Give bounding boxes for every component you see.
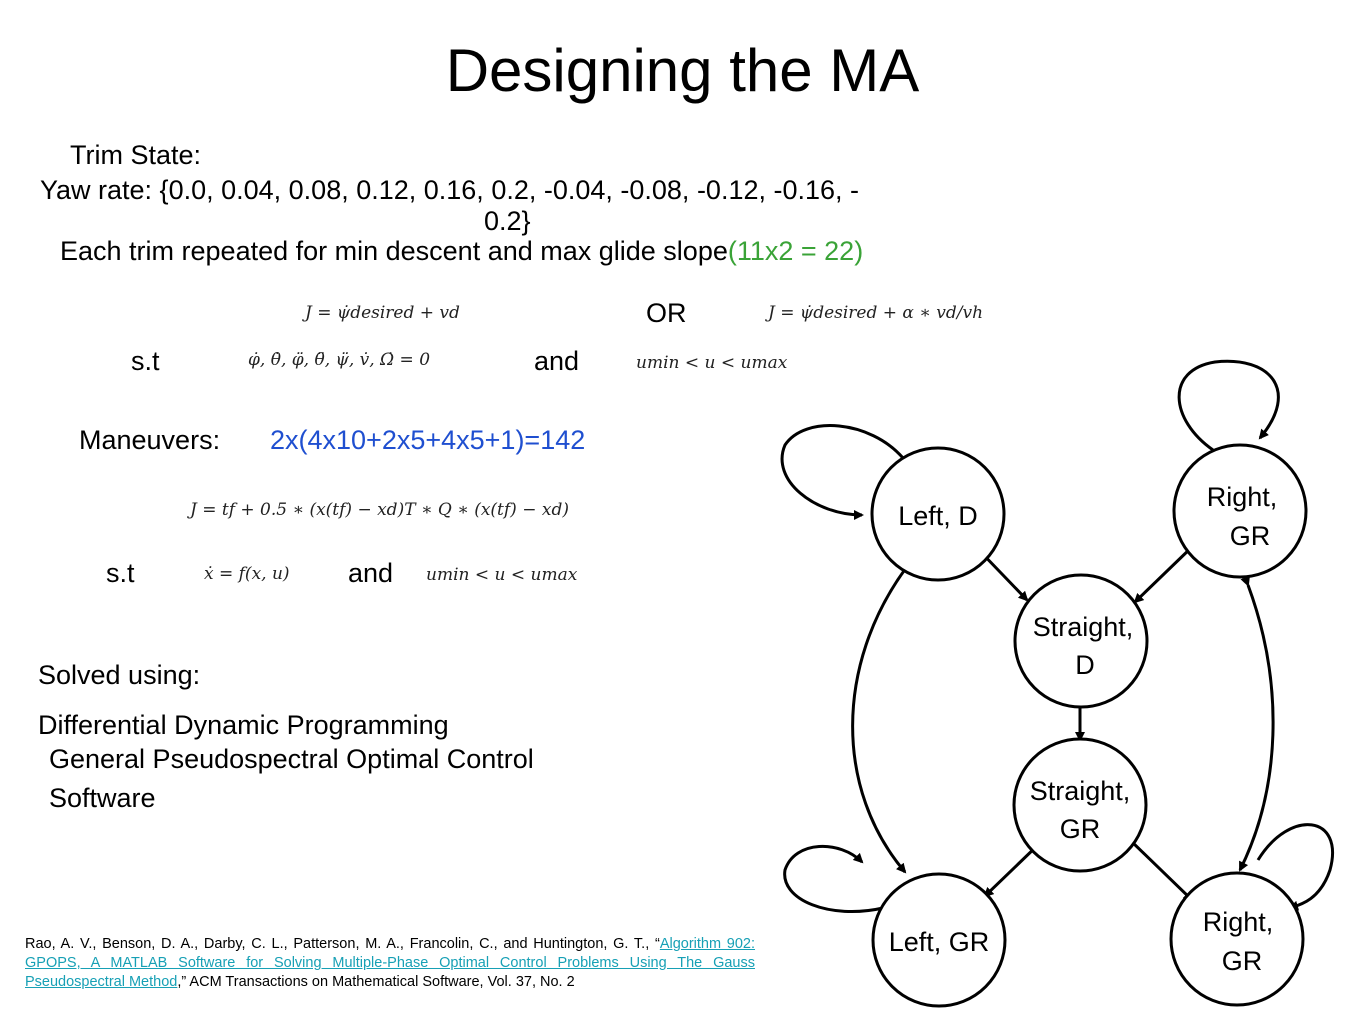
node-right-gr-top: Right, GR xyxy=(1172,443,1308,579)
input-bounds-1: umin < u < umax xyxy=(636,353,788,373)
each-trim-count: (11x2 = 22) xyxy=(727,236,864,266)
node-straight-gr: Straight, GR xyxy=(1012,737,1148,873)
node-left-d: Left, D xyxy=(870,446,1006,582)
method-gpops-line2: Software xyxy=(49,783,156,813)
node-straight-gr-line2: GR xyxy=(1060,814,1101,844)
node-left-d-label: Left, D xyxy=(898,501,978,531)
cost-equation-1: J = ψ̇desired + vd xyxy=(305,303,460,323)
dynamics-constraint: ẋ = f(x, u) xyxy=(204,564,290,584)
and-label-1: and xyxy=(534,346,580,376)
node-right-gr-bottom-line2: GR xyxy=(1222,946,1263,976)
reference-link[interactable]: Algorithm 902: GPOPS, A MATLAB Software … xyxy=(25,936,756,990)
input-bounds-2: umin < u < umax xyxy=(426,565,578,585)
node-straight-d-line1: Straight, xyxy=(1033,612,1134,642)
edge-left-d-left-gr xyxy=(851,558,915,874)
method-gpops-line1: General Pseudospectral Optimal Control xyxy=(49,744,534,774)
edge-right-gr-right-gr xyxy=(1238,575,1275,872)
method-ddp: Differential Dynamic Programming xyxy=(38,710,449,740)
node-left-gr: Left, GR xyxy=(871,872,1007,1008)
self-loop-left-d xyxy=(780,424,905,520)
node-straight-d-line2: D xyxy=(1075,650,1095,680)
or-label: OR xyxy=(646,298,687,328)
cost-equation-maneuver: J = tf + 0.5 ∗ (x(tf) − xd)T ∗ Q ∗ (x(tf… xyxy=(190,500,569,520)
st-label-2: s.t xyxy=(106,558,135,588)
edge-right-gr-straight-d xyxy=(1133,535,1204,604)
node-left-gr-label: Left, GR xyxy=(889,927,990,957)
node-right-gr-top-line2: GR xyxy=(1230,521,1271,551)
each-trim-text: Each trim repeated for min descent and m… xyxy=(60,236,863,267)
edge-straight-gr-right-gr xyxy=(1120,830,1194,902)
cost-equation-2: J = ψ̇desired + α ∗ vd/vh xyxy=(768,303,984,323)
node-straight-d: Straight, D xyxy=(1013,573,1149,709)
st-label-1: s.t xyxy=(131,346,160,376)
each-trim-description: Each trim repeated for min descent and m… xyxy=(60,236,728,266)
slide-title: Designing the MA xyxy=(445,37,920,104)
edge-straight-gr-left-gr xyxy=(983,833,1050,898)
reference-journal: ,” ACM Transactions on Mathematical Soft… xyxy=(177,974,575,990)
node-right-gr-bottom-line1: Right, xyxy=(1203,907,1274,937)
reference-authors: Rao, A. V., Benson, D. A., Darby, C. L.,… xyxy=(25,936,660,952)
trim-constraint: φ̇, θ̇, φ̈, θ̈, ψ̈, v̇, Ω̇ = 0 xyxy=(248,350,431,370)
self-loop-right-gr-top xyxy=(1177,359,1280,452)
node-right-gr-bottom: Right, GR xyxy=(1169,871,1305,1007)
self-loop-right-gr-bottom xyxy=(1256,823,1334,911)
yaw-rate-line2: 0.2} xyxy=(484,206,531,236)
maneuvers-label: Maneuvers: xyxy=(79,425,221,455)
solved-using-label: Solved using: xyxy=(38,660,201,690)
self-loop-left-gr xyxy=(783,844,884,913)
trim-state-label: Trim State: xyxy=(70,140,202,170)
reference-citation: Rao, A. V., Benson, D. A., Darby, C. L.,… xyxy=(25,935,755,992)
node-right-gr-top-line1: Right, xyxy=(1207,482,1278,512)
yaw-rate-line1: Yaw rate: {0.0, 0.04, 0.08, 0.12, 0.16, … xyxy=(40,175,860,205)
and-label-2: and xyxy=(348,558,394,588)
node-straight-gr-line1: Straight, xyxy=(1030,776,1131,806)
maneuvers-value: 2x(4x10+2x5+4x5+1)=142 xyxy=(270,425,586,455)
